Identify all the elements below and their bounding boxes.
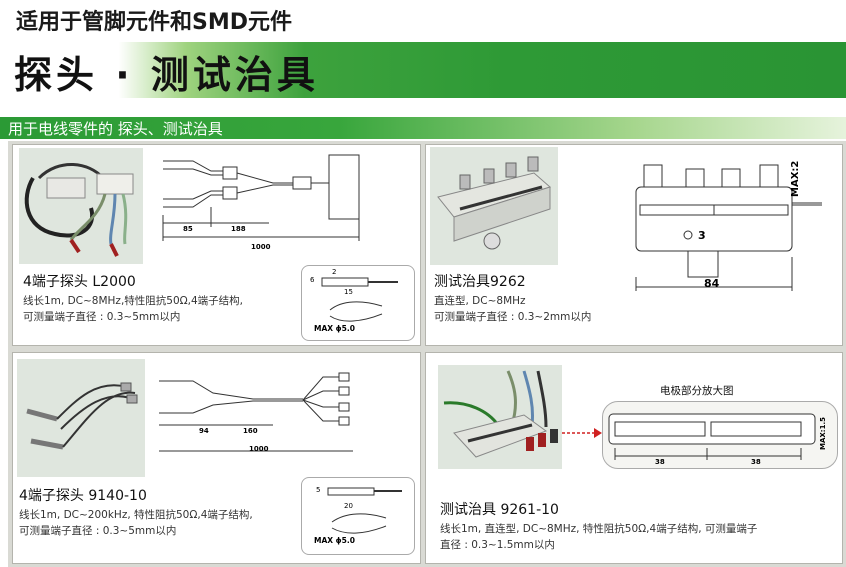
product-panel-l2000: 85 188 1000 4端子探头 L2000 线长1m, DC~8MHz,特性… (12, 144, 421, 346)
electrode-dim-right: 38 (751, 458, 761, 466)
dim-160: 160 (243, 427, 258, 435)
drawing-l2000: 85 188 1000 (153, 147, 363, 259)
product-panel-9140-10: 94 160 1000 4端子探头 9140-10 线长1m, DC~200kH… (12, 352, 421, 564)
page-subtitle: 适用于管脚元件和SMD元件 (16, 10, 292, 35)
product-photo-9140-10 (17, 359, 145, 477)
tip-detail-inset-l2000: 6 2 15 MAX ɸ5.0 (301, 265, 415, 341)
section-bar (0, 117, 846, 139)
product-name-9261-10: 测试治具 9261-10 (440, 502, 559, 518)
dim-94: 94 (199, 427, 209, 435)
page-title: 探头 · 测试治具 (14, 53, 319, 97)
drawing-9262: MAX:2 3 84 (632, 157, 828, 293)
product-desc-9262-line1: 直连型, DC~8MHz (434, 295, 526, 307)
product-photo-9262 (430, 147, 558, 265)
title-green-band (0, 42, 846, 98)
dim-1000-9140: 1000 (249, 445, 269, 453)
inset-9140-height: 5 (316, 486, 321, 494)
electrode-dim-max: MAX:1.5 (819, 417, 827, 450)
dim-9262-width: 84 (704, 277, 720, 290)
dim-188: 188 (231, 225, 246, 233)
inset-l2000-height: 6 (310, 276, 315, 284)
product-desc-9140-10-line2: 可测量端子直径 : 0.3~5mm以内 (19, 525, 177, 537)
dim-9262-small: 3 (698, 229, 706, 242)
product-photo-9261-10 (438, 365, 562, 469)
electrode-dim-left: 38 (655, 458, 665, 466)
inset-9140-len: 20 (344, 502, 353, 510)
tip-detail-inset-9140: 5 20 MAX ɸ5.0 (301, 477, 415, 555)
electrode-detail-title: 电极部分放大图 (660, 385, 734, 397)
product-desc-9261-10-line1: 线长1m, 直连型, DC~8MHz, 特性阻抗50Ω,4端子结构, 可测量端子 (440, 523, 758, 535)
product-name-l2000: 4端子探头 L2000 (23, 274, 136, 290)
dim-9262-max: MAX:2 (790, 160, 801, 197)
zoom-arrow (562, 428, 602, 438)
product-panel-9261-10: 电极部分放大图 38 38 MAX:1.5 测试治具 9261-10 线长1m,… (425, 352, 843, 564)
product-name-9140-10: 4端子探头 9140-10 (19, 488, 147, 504)
inset-l2000-height2: 2 (332, 268, 337, 276)
product-desc-9140-10-line1: 线长1m, DC~200kHz, 特性阻抗50Ω,4端子结构, (19, 509, 253, 521)
electrode-detail-inset: 38 38 MAX:1.5 (602, 401, 838, 469)
dim-85: 85 (183, 225, 193, 233)
product-desc-l2000-line2: 可测量端子直径 : 0.3~5mm以内 (23, 311, 181, 323)
inset-9140-max: MAX ɸ5.0 (314, 536, 355, 545)
dim-1000: 1000 (251, 243, 271, 251)
product-desc-9262-line2: 可测量端子直径 : 0.3~2mm以内 (434, 311, 592, 323)
product-photo-l2000 (19, 148, 143, 264)
section-title: 用于电线零件的 探头、测试治具 (8, 120, 223, 138)
inset-l2000-max: MAX ɸ5.0 (314, 324, 355, 333)
product-desc-9261-10-line2: 直径 : 0.3~1.5mm以内 (440, 539, 555, 551)
product-panel-9262: MAX:2 3 84 测试治具9262 直连型, DC~8MHz 可测量端子直径… (425, 144, 843, 346)
product-name-9262: 测试治具9262 (434, 274, 526, 290)
inset-l2000-len: 15 (344, 288, 353, 296)
product-desc-l2000-line1: 线长1m, DC~8MHz,特性阻抗50Ω,4端子结构, (23, 295, 244, 307)
drawing-9140-10: 94 160 1000 (153, 363, 363, 467)
